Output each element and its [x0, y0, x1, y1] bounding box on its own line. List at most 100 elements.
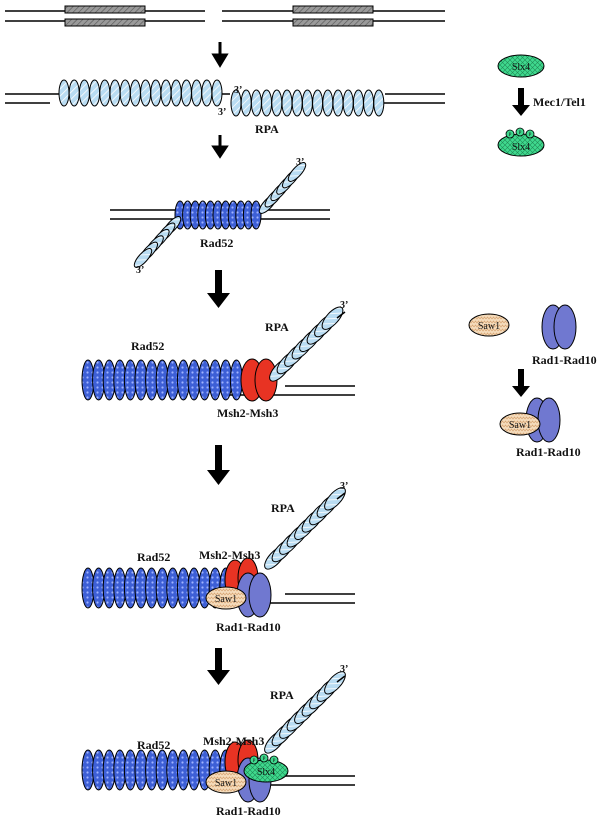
phospho-label: P: [263, 757, 266, 762]
rpa-protein: [332, 89, 344, 117]
rpa-protein: [271, 89, 283, 117]
rpa-coat-left: [58, 79, 223, 107]
phospho-label: P: [273, 759, 276, 764]
saw1-rad1-stage: Saw1 3’ RPA Rad52 Msh2-Msh3 Rad1-Rad10: [81, 481, 355, 634]
slx4-label-bottom: Slx4: [512, 142, 530, 153]
three-prime-label-flap-up: 3’: [296, 157, 304, 168]
rpa-label-stage4: RPA: [271, 501, 295, 515]
rpa-protein: [160, 79, 172, 107]
slx4-protein-stage5: Slx4 P P P: [243, 753, 289, 783]
msh-stage: 3’ RPA Rad52 Msh2-Msh3: [81, 300, 355, 420]
rpa-protein: [250, 89, 262, 117]
slx4-stage: Saw1 Slx4 P P P 3’ RPA Rad52 Msh2-Msh3 R…: [81, 664, 355, 818]
rpa-protein: [261, 89, 273, 117]
saw1-label-free: Saw1: [478, 321, 500, 332]
slx4-phosphorylation-panel: Slx4 Mec1/Tel1 Slx4 P P P: [497, 54, 586, 157]
rpa-protein: [321, 306, 344, 330]
arrow-step-3: [207, 270, 230, 308]
three-prime-label-stage3: 3’: [340, 300, 348, 311]
rpa-protein: [68, 79, 80, 107]
rpa-flap-lower: [133, 216, 182, 268]
phospho-label: P: [529, 133, 532, 138]
arrow-step-2: [211, 135, 229, 159]
rpa-protein: [170, 79, 182, 107]
rpa-protein: [373, 89, 385, 117]
rad52-filament-stage2: [174, 200, 262, 230]
rpa-protein: [363, 89, 375, 117]
rad1-rad10-label-stage4: Rad1-Rad10: [216, 620, 281, 634]
rpa-protein: [180, 79, 192, 107]
rpa-protein: [352, 89, 364, 117]
rpa-protein: [291, 89, 303, 117]
msh2-msh3-label-stage5: Msh2-Msh3: [203, 734, 264, 748]
rpa-protein: [89, 79, 101, 107]
mec1-tel1-label: Mec1/Tel1: [533, 95, 586, 109]
slx4-unphosphorylated: Slx4: [497, 54, 545, 78]
msh2-msh3-label-stage3: Msh2-Msh3: [217, 406, 278, 420]
rpa-protein: [301, 89, 313, 117]
slx4-label-stage5: Slx4: [257, 767, 275, 778]
slx4-label-top: Slx4: [512, 62, 530, 73]
rpa-protein: [78, 79, 90, 107]
rpa-protein: [324, 487, 346, 511]
arrow-step-1: [211, 42, 229, 68]
saw1-protein-stage4: Saw1: [205, 586, 247, 610]
rpa-protein: [312, 89, 324, 117]
rad52-label-stage3: Rad52: [131, 339, 164, 353]
rpa-protein: [324, 671, 346, 695]
dsb-stage: [5, 5, 445, 27]
rpa-protein: [133, 248, 153, 268]
rad52-label-stage5: Rad52: [137, 738, 170, 752]
arrow-step-4: [207, 445, 230, 485]
rpa-protein: [119, 79, 131, 107]
rpa-label-stage3: RPA: [265, 320, 289, 334]
saw1-label-complex: Saw1: [509, 420, 531, 431]
msh2-msh3-complex-stage3: [240, 358, 278, 402]
rad52-label-stage4: Rad52: [137, 550, 170, 564]
rpa-protein: [150, 79, 162, 107]
rpa-protein: [342, 89, 354, 117]
three-prime-label-flap-down: 3’: [136, 265, 144, 276]
rpa-flap-stage5: [264, 671, 346, 754]
rpa-protein: [140, 79, 152, 107]
rpa-protein: [201, 79, 213, 107]
rpa-protein: [240, 89, 252, 117]
saw1-rad1-assembly-panel: Saw1 Rad1-Rad10 Saw1 Rad1-Rad10: [468, 304, 597, 459]
rpa-protein: [58, 79, 70, 107]
rad1-rad10-label-stage5: Rad1-Rad10: [216, 804, 281, 818]
repeat-box-right: [292, 5, 374, 27]
saw1-label-stage4: Saw1: [215, 594, 237, 605]
rpa-coat-right: [230, 89, 385, 117]
three-prime-label-stage5: 3’: [340, 664, 348, 675]
rad1-rad10-label-complex: Rad1-Rad10: [516, 445, 581, 459]
rpa-label-stage1: RPA: [255, 122, 279, 136]
rad1-rad10-complex-stage4: [236, 572, 272, 618]
phospho-marks-stage5: P P P: [249, 753, 279, 765]
rad52-label-stage2: Rad52: [200, 236, 233, 250]
rpa-flap-stage4: [264, 487, 346, 570]
rpa-flap-upper: [258, 162, 307, 214]
msh2-msh3-label-stage4: Msh2-Msh3: [199, 548, 260, 562]
saw1-label-stage5: Saw1: [215, 778, 237, 789]
arrow-assembly: [512, 369, 530, 397]
saw1-free: Saw1: [468, 313, 510, 337]
rpa-protein: [99, 79, 111, 107]
phospho-label: P: [519, 131, 522, 136]
rpa-protein: [109, 79, 121, 107]
three-prime-label-top: 3’: [234, 85, 242, 96]
rpa-protein: [191, 79, 203, 107]
annealing-stage: 3’ 3’ Rad52: [110, 157, 330, 276]
three-prime-label-bottom: 3’: [218, 107, 226, 118]
phospho-label: P: [509, 133, 512, 138]
rad52-filament-stage4: [81, 567, 233, 609]
saw1-protein-stage5: Saw1: [205, 770, 247, 794]
saw1-rad1-rad10-complex: Saw1: [499, 397, 561, 443]
rpa-flap-stage3: [269, 306, 344, 382]
rad1-rad10-free: [541, 304, 577, 350]
rpa-protein: [129, 79, 141, 107]
rad52-protein: [250, 200, 262, 230]
three-prime-label-stage4: 3’: [340, 481, 348, 492]
rpa-protein: [211, 79, 223, 107]
rpa-protein: [281, 89, 293, 117]
